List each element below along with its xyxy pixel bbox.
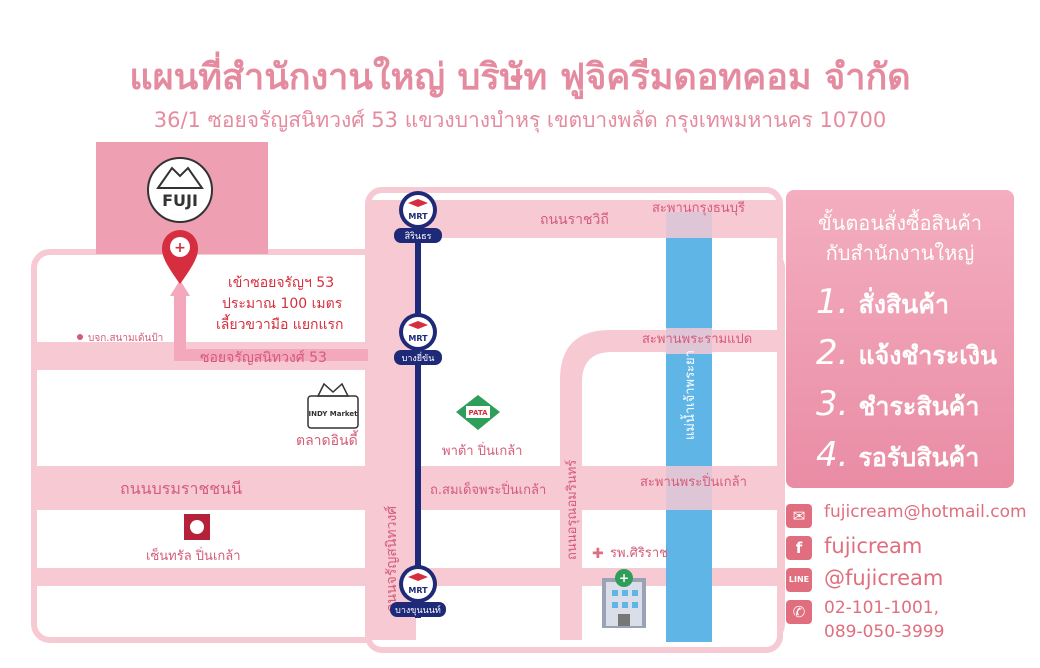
panel-heading-line-2: กับสำนักงานใหญ่ [825,241,975,265]
road-label-borom: ถนนบรมราชชนนี [120,479,242,498]
station-name: บางยี่ขัน [402,351,435,364]
road-label-somdet: ถ.สมเด็จพระปิ่นเกล้า [430,480,546,498]
station-name: สิรินธร [405,231,432,242]
facebook-icon: f [786,536,812,560]
direction-line-2: ประมาณ 100 เมตร [222,296,343,312]
order-step-4: 4. รอรับสินค้า [816,435,979,478]
bridge-label-krungthon: สะพานกรุงธนบุรี [652,200,745,216]
place-label-marker: บจก.สนามเด้นป้า [88,332,163,344]
road-charan [368,200,416,640]
line-link[interactable]: @fujicream [824,566,944,590]
line-icon: LINE [786,568,812,592]
bridge-pinklao [666,466,712,510]
step-number: 2. [816,333,849,373]
bridge-krungthon [666,200,712,238]
phone-line-1[interactable]: 02-101-1001, [824,598,940,618]
phone-line-2[interactable]: 089-050-3999 [824,622,945,642]
panel-heading-line-1: ขั้นตอนสั่งซื้อสินค้า [817,211,983,235]
pin-center [170,237,190,257]
contact-facebook[interactable]: f fujicream [786,534,1036,564]
step-number: 1. [816,282,849,322]
mrt-logo-icon [408,573,428,581]
hospital-building-icon: + [602,569,646,628]
hospital-cross-icon: ✚ [592,546,604,562]
bridge-rama8 [666,328,712,354]
mrt-station-sirindhorn: MRT สิรินธร [394,191,442,243]
email-link[interactable]: fujicream@hotmail.com [824,502,1027,522]
road-label-ratchawithi: ถนนราชวิถี [540,212,609,228]
place-label-pata: พาต้า ปิ่นเกล้า [442,442,522,459]
page-title: แผนที่สำนักงานใหญ่ บริษัท ฟูจิครีมดอทคอม… [129,57,911,98]
bridge-label-pinklao: สะพานพระปิ่นเกล้า [640,473,747,490]
step-number: 4. [816,435,849,475]
direction-line-3: เลี้ยวขวามือ แยกแรก [216,314,344,333]
mrt-label: MRT [408,212,428,221]
road-label-charan: ถนนจรัญสนิทวงศ์ [383,506,400,612]
station-name: บางขุนนนท์ [395,604,441,616]
fuji-logo-text: FUJI [162,191,198,210]
crown-icon [316,382,350,397]
route-path [174,290,368,361]
direction-line-1: เข้าซอยจรัญฯ 53 [228,275,334,291]
step-label: แจ้งชำระเงิน [858,341,998,370]
phone-icon: ✆ [786,600,812,624]
order-steps-panel: ขั้นตอนสั่งซื้อสินค้า กับสำนักงานใหญ่ 1.… [786,190,1014,488]
indy-logo-text: INDY Market [309,410,359,418]
contact-phone[interactable]: ✆ 02-101-1001, 089-050-3999 [786,598,1036,648]
road-arun-amarin [560,330,782,640]
road-label-soi: ซอยจรัญสนิทวงศ์ 53 [200,349,327,366]
pata-logo-text: PATA [468,409,488,417]
contact-line[interactable]: LINE @fujicream [786,566,1036,596]
mrt-logo-icon [408,321,428,329]
order-step-1: 1. สั่งสินค้า [816,282,949,325]
step-number: 3. [816,384,849,424]
step-label: สั่งสินค้า [858,290,950,319]
order-step-2: 2. แจ้งชำระเงิน [816,333,997,376]
svg-text:+: + [619,571,629,585]
place-label-central: เซ็นทรัล ปิ่นเกล้า [146,546,241,564]
river-chao-phraya [666,212,712,642]
pin-plus-icon: + [174,240,186,256]
address-subtitle: 36/1 ซอยจรัญสนิทวงศ์ 53 แขวงบางบำหรุ เขต… [153,108,887,132]
facebook-link[interactable]: fujicream [824,534,923,558]
mrt-label: MRT [408,334,428,343]
bridge-label-rama8: สะพานพระรามแปด [642,332,752,347]
contact-email[interactable]: ✉ fujicream@hotmail.com [786,502,1036,532]
route-arrow-icon [170,280,190,296]
place-label-siriraj: รพ.ศิริราช [610,546,668,561]
river-label: แม่น้ำเจ้าพระยา [680,350,698,440]
order-step-3: 3. ชำระสินค้า [816,384,979,427]
step-label: ชำระสินค้า [858,392,980,421]
mrt-station-bang-yi-khan: MRT บางยี่ขัน [394,313,442,365]
fuji-logo [147,157,213,223]
mrt-logo-icon [408,199,428,207]
mrt-label: MRT [408,586,428,595]
road-label-arun: ถนนอรุณอมรินทร์ [564,460,580,560]
place-label-indy: ตลาดอินดี้ [296,430,359,449]
place-dot-icon [77,334,83,340]
panel-heading: ขั้นตอนสั่งซื้อสินค้า กับสำนักงานใหญ่ [786,208,1014,268]
mail-icon: ✉ [786,504,812,528]
mountain-icon [156,166,204,189]
step-label: รอรับสินค้า [858,443,980,472]
mrt-station-bang-khun-non: MRT บางขุนนนท์ [390,565,446,617]
